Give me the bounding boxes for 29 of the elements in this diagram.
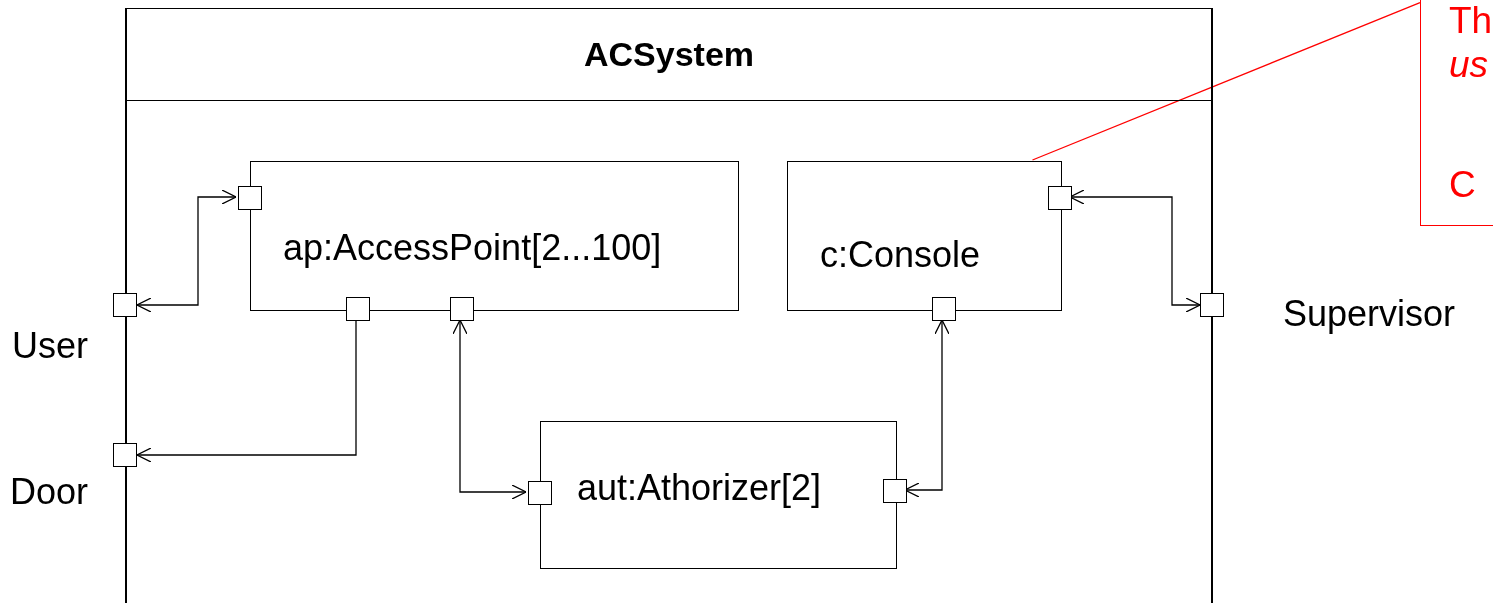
part-name: aut:Athorizer[2]: [577, 470, 822, 506]
port-square: [1048, 186, 1072, 210]
frame-title: ACSystem: [583, 34, 755, 75]
port-square: [346, 297, 370, 321]
port-square: [1200, 293, 1224, 317]
note-box: [1420, 0, 1493, 226]
note-text: us: [1449, 43, 1489, 87]
connector-arrow: [452, 319, 527, 500]
part-box: [540, 421, 897, 569]
leader-line: [1031, 1, 1421, 161]
port-label: Supervisor: [1283, 296, 1456, 332]
port-square: [883, 479, 907, 503]
part-name: ap:AccessPoint[2...100]: [283, 230, 662, 266]
port-square: [113, 443, 137, 467]
connector-arrow: [136, 319, 357, 463]
connector-arrow: [136, 189, 237, 313]
port-square: [932, 297, 956, 321]
part-name: c:Console: [820, 237, 981, 273]
part-box: [250, 161, 739, 311]
port-label: Door: [10, 474, 89, 510]
port-square: [528, 481, 552, 505]
port-square: [238, 186, 262, 210]
note-text: Th: [1449, 0, 1493, 43]
frame-box: [125, 8, 1213, 603]
part-box: [787, 161, 1062, 311]
port-square: [450, 297, 474, 321]
port-label: User: [12, 328, 88, 364]
note-text: C: [1449, 163, 1476, 207]
port-square: [113, 293, 137, 317]
